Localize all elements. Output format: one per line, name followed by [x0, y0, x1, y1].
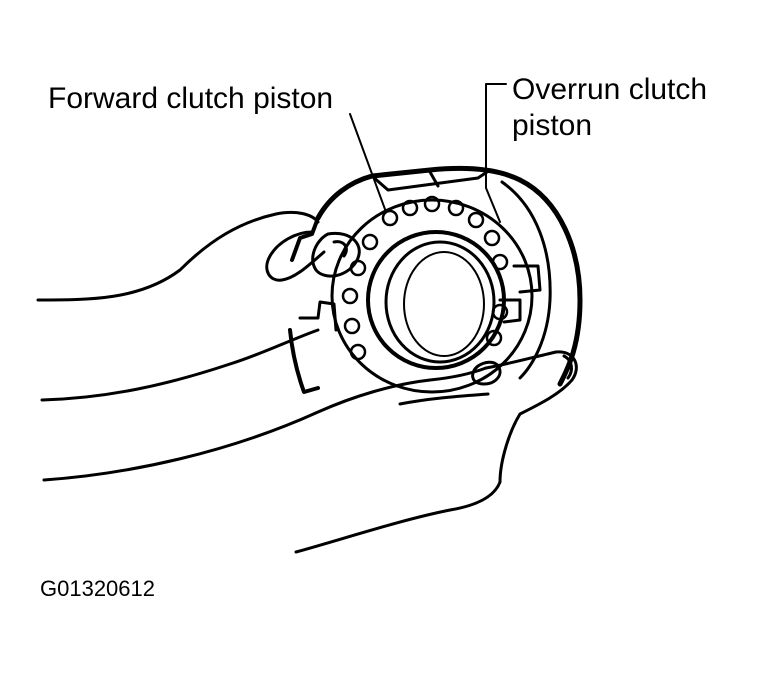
- forward-clutch-piston-label: Forward clutch piston: [48, 82, 334, 115]
- overrun-clutch-piston-leader: [485, 83, 507, 223]
- overrun-clutch-piston-label: Overrun clutch piston: [512, 72, 707, 144]
- figure-code: G01320612: [40, 576, 155, 601]
- forward-clutch-piston-leader: [349, 113, 387, 213]
- lower-hand-drawing: [42, 350, 578, 554]
- upper-hand-drawing: [36, 210, 361, 402]
- overrun-clutch-piston-label-line1: Overrun clutch: [512, 73, 708, 106]
- forward-clutch-piston-drawing: [330, 195, 534, 394]
- overrun-clutch-piston-label-line2: piston: [512, 109, 593, 142]
